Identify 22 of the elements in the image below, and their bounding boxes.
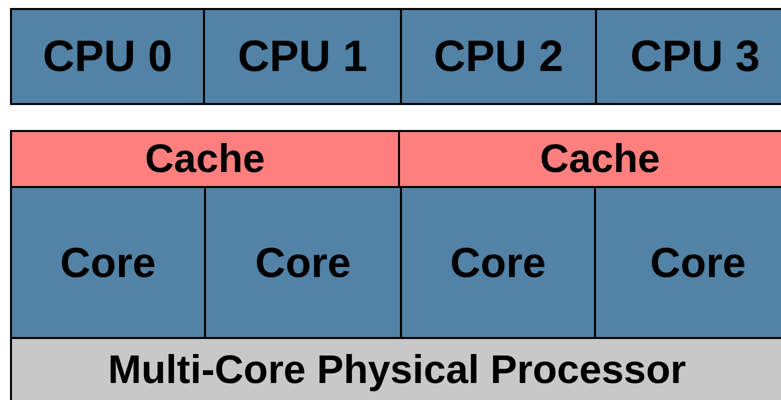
- box-label: CPU 0: [42, 31, 174, 83]
- box-label: CPU 2: [432, 31, 564, 83]
- cpu-box: [203, 8, 402, 105]
- box-label: Core: [649, 238, 747, 288]
- box-label: Core: [449, 238, 547, 288]
- cache-bar: [398, 130, 781, 188]
- box-label: Cache: [144, 136, 266, 183]
- cpu-box: [400, 8, 597, 105]
- processor-box: [10, 130, 781, 400]
- cpu-box: [595, 8, 781, 105]
- box-label: Cache: [538, 136, 662, 183]
- box-label: Core: [59, 238, 157, 288]
- box-label: CPU 1: [236, 31, 368, 83]
- cache-bar: [10, 130, 400, 188]
- box-label: CPU 3: [629, 31, 761, 83]
- core-box: [204, 186, 402, 339]
- core-box: [594, 186, 781, 339]
- core-box: [10, 186, 206, 339]
- processor-label: Multi-Core Physical Processor: [107, 347, 687, 394]
- core-box: [400, 186, 596, 339]
- cpu-box: [10, 8, 205, 105]
- box-label: Core: [254, 238, 352, 288]
